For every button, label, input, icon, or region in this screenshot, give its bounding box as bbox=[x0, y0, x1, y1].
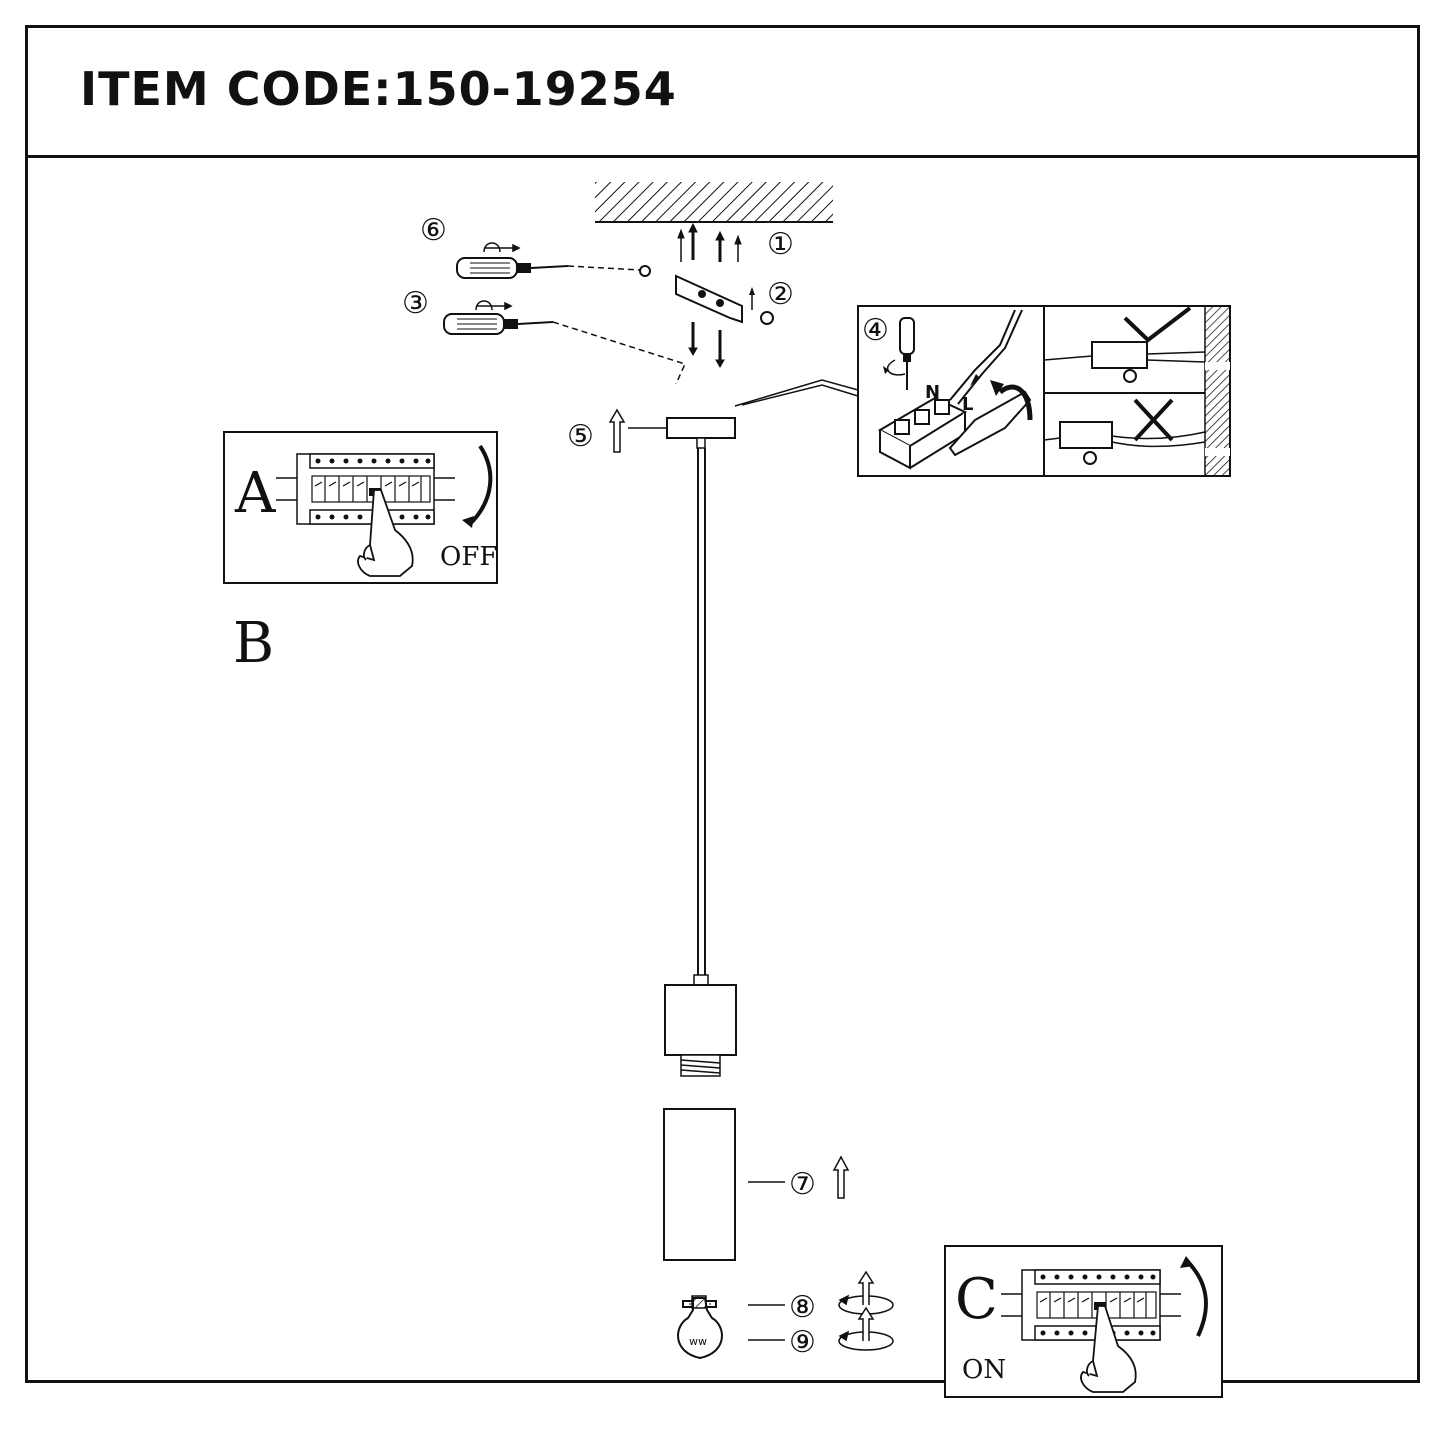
step-4-label: ④ bbox=[862, 313, 889, 348]
panel-a: A OFF bbox=[223, 431, 498, 584]
up-arrow bbox=[832, 1155, 850, 1199]
step-3-label: ③ bbox=[402, 286, 429, 321]
panel-c-state: ON bbox=[962, 1355, 1006, 1385]
lamp-shade bbox=[663, 1108, 736, 1261]
terminal-block bbox=[877, 396, 968, 470]
up-arrow bbox=[608, 408, 626, 453]
panel-c-letter: C bbox=[955, 1267, 998, 1332]
rotate-arrow-icon bbox=[998, 384, 1033, 421]
screw-icon bbox=[639, 265, 774, 325]
step-8-label: ⑧ bbox=[789, 1290, 816, 1325]
step-6-label: ⑥ bbox=[420, 213, 447, 248]
screwdriver-icon bbox=[443, 313, 554, 335]
cross-icon bbox=[1133, 398, 1174, 442]
circuit-breaker-icon bbox=[276, 453, 455, 525]
diagram-frame bbox=[25, 25, 1420, 1383]
socket-thread bbox=[680, 1054, 721, 1077]
item-code: ITEM CODE:150-19254 bbox=[80, 62, 677, 116]
circuit-breaker-icon bbox=[1001, 1269, 1181, 1341]
step-7-label: ⑦ bbox=[789, 1167, 816, 1202]
wiring-detail-box: ④ N L bbox=[857, 305, 1231, 477]
bulb-filament-label: ww bbox=[689, 1335, 707, 1348]
hand-icon bbox=[357, 489, 414, 577]
check-icon bbox=[1123, 306, 1192, 343]
off-arrow bbox=[468, 444, 493, 526]
rotate-arrow-icon bbox=[483, 242, 521, 253]
mounting-bracket bbox=[675, 274, 743, 324]
screwdriver-icon bbox=[899, 317, 915, 390]
rotate-arrow-icon bbox=[838, 1306, 894, 1351]
step-1-label: ① bbox=[767, 227, 794, 262]
correct-mount bbox=[1043, 306, 1206, 383]
panel-a-state: OFF bbox=[440, 542, 497, 572]
canopy bbox=[666, 417, 736, 439]
panel-a-letter: A bbox=[234, 461, 276, 526]
neutral-terminal-label: N bbox=[925, 382, 940, 403]
step-5-label: ⑤ bbox=[567, 419, 594, 454]
rotate-arrow-icon bbox=[475, 300, 513, 311]
incorrect-mount bbox=[1043, 398, 1206, 465]
bracket-screws bbox=[688, 322, 725, 369]
live-terminal-label: L bbox=[962, 394, 973, 415]
panel-b-letter: B bbox=[233, 611, 274, 676]
panel-c: C ON bbox=[944, 1245, 1223, 1398]
light-bulb-icon: ww bbox=[677, 1295, 723, 1360]
step-9-label: ⑨ bbox=[789, 1325, 816, 1360]
screwdriver-icon bbox=[456, 257, 569, 279]
on-arrow bbox=[1186, 1260, 1208, 1337]
hand-icon bbox=[1080, 1305, 1137, 1393]
ceiling bbox=[595, 182, 833, 223]
ceiling-screws bbox=[677, 222, 742, 262]
lamp-holder bbox=[664, 984, 737, 1056]
step-2-label: ② bbox=[767, 277, 794, 312]
header bbox=[25, 25, 1420, 158]
